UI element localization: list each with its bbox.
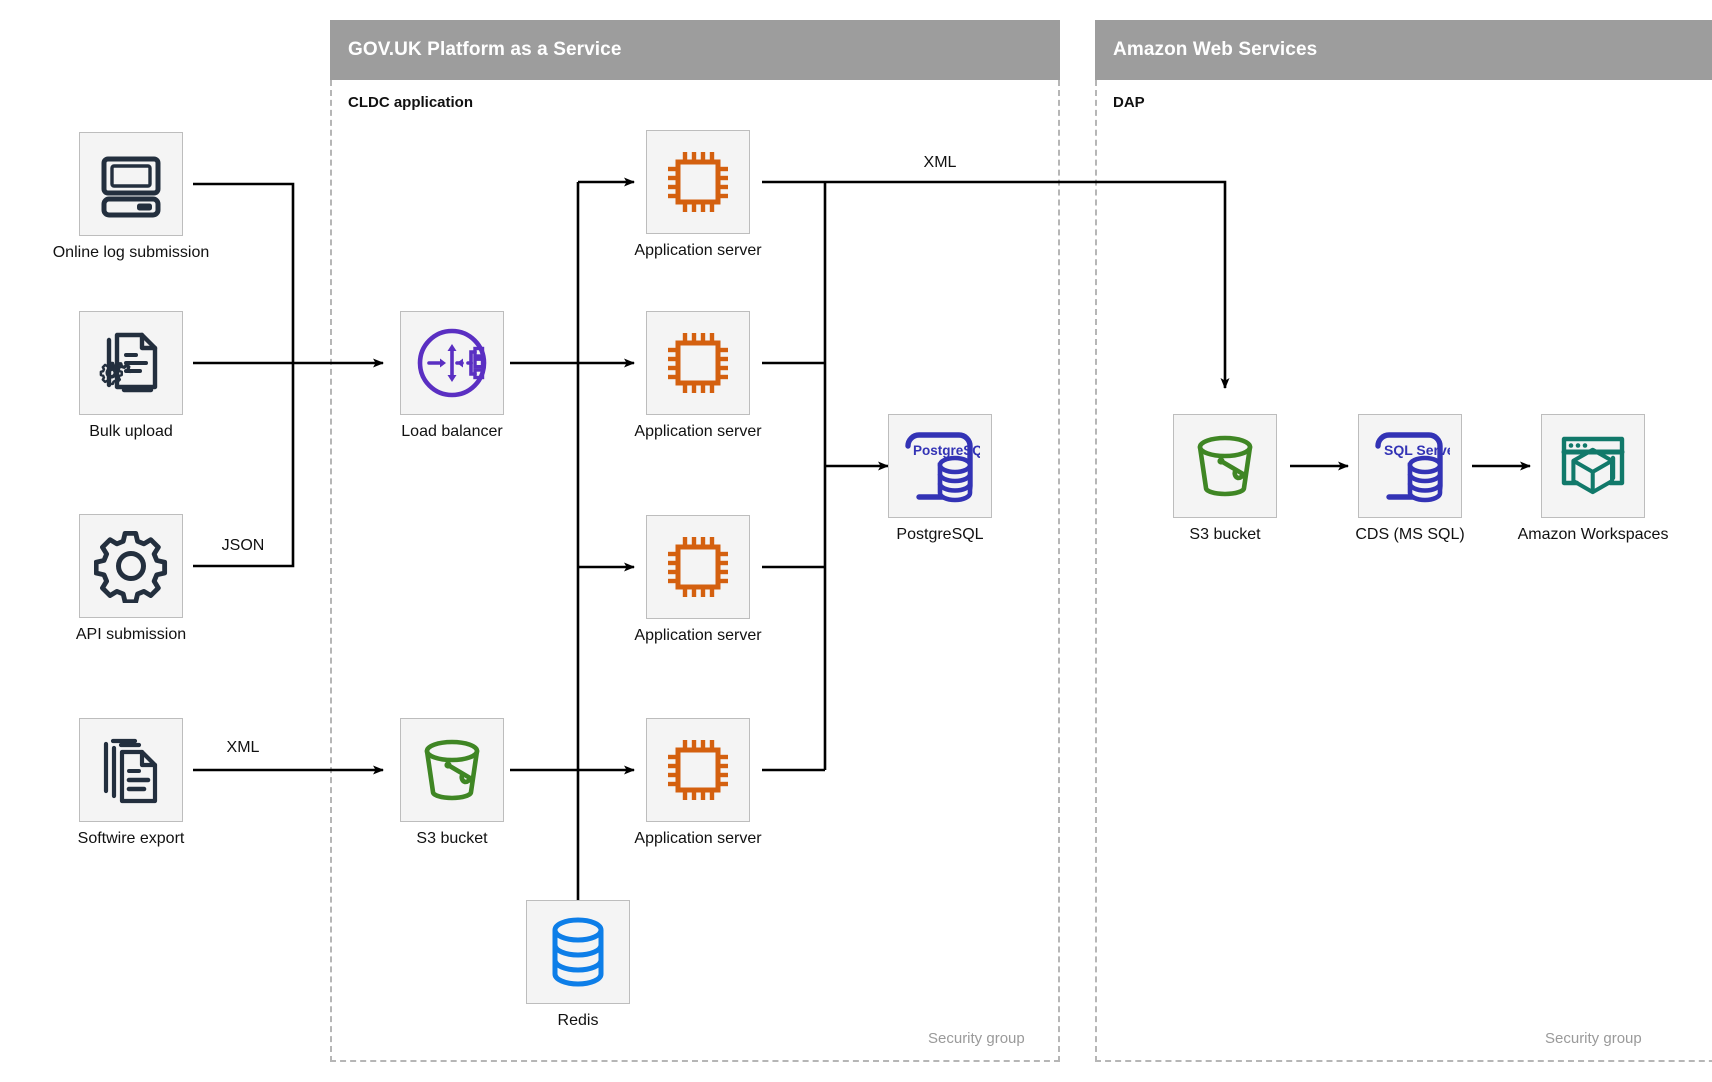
node-tile — [646, 130, 750, 234]
gear-icon — [94, 530, 168, 603]
edge-label-xml-softwire: XML — [226, 739, 260, 756]
node-tile — [400, 718, 504, 822]
group-boundary-paas — [330, 80, 1060, 1062]
node-label: S3 bucket — [1189, 526, 1261, 543]
node-tile — [400, 311, 504, 415]
group-header-paas: GOV.UK Platform as a Service — [330, 20, 1060, 80]
node-label: Bulk upload — [89, 423, 173, 440]
node-label: Application server — [634, 627, 762, 644]
node-tile — [79, 132, 183, 236]
node-label: S3 bucket — [416, 830, 488, 847]
group-header-aws: Amazon Web Services — [1095, 20, 1712, 80]
group-sublabel-dap: DAP — [1113, 94, 1145, 111]
s3-bucket-icon — [424, 739, 480, 801]
group-header-paas-label: GOV.UK Platform as a Service — [348, 39, 622, 60]
node-tile — [1541, 414, 1645, 518]
node-label: Application server — [634, 423, 762, 440]
node-tile — [646, 718, 750, 822]
postgresql-icon: PostgreSQL — [905, 432, 980, 503]
node-tile — [646, 311, 750, 415]
sql-server-badge-text: SQL Server — [1384, 442, 1450, 458]
node-label: Amazon Workspaces — [1517, 526, 1669, 543]
group-header-aws-label: Amazon Web Services — [1113, 39, 1318, 60]
group-sublabel-cldc-application: CLDC application — [348, 94, 474, 111]
node-label: Load balancer — [401, 423, 503, 440]
node-label: Softwire export — [77, 830, 185, 847]
sql-server-icon: SQL Server — [1375, 432, 1450, 503]
node-label: Application server — [634, 830, 762, 847]
node-tile — [79, 718, 183, 822]
documents-stack-icon — [103, 738, 158, 804]
security-group-label-paas: Security group — [928, 1030, 1025, 1047]
node-tile — [1173, 414, 1277, 518]
node-tile — [646, 515, 750, 619]
group-boundary-aws — [1095, 80, 1712, 1062]
node-tile — [79, 311, 183, 415]
cpu-chip-icon — [668, 740, 728, 800]
node-label: Redis — [557, 1012, 599, 1029]
node-label: PostgreSQL — [896, 526, 984, 543]
edge-api-to-bus — [193, 363, 295, 568]
postgresql-badge-text: PostgreSQL — [913, 443, 980, 458]
workspaces-cube-icon — [1561, 436, 1625, 495]
cpu-chip-icon — [668, 537, 728, 597]
node-label: CDS (MS SQL) — [1355, 526, 1465, 543]
node-tile — [526, 900, 630, 1004]
s3-bucket-icon — [1197, 435, 1253, 497]
security-group-label-aws: Security group — [1545, 1030, 1642, 1047]
node-label: API submission — [75, 626, 187, 643]
desktop-computer-icon — [101, 156, 161, 218]
node-tile: PostgreSQL — [888, 414, 992, 518]
node-label: Online log submission — [52, 244, 210, 261]
node-label: Application server — [634, 242, 762, 259]
node-tile — [79, 514, 183, 618]
edge-label-json: JSON — [221, 537, 265, 554]
edge-online-log-to-bus — [193, 182, 295, 363]
edge-label-xml-to-aws: XML — [923, 154, 957, 171]
load-balancer-icon — [417, 328, 487, 398]
database-cylinder-icon — [552, 917, 604, 987]
cpu-chip-icon — [668, 152, 728, 212]
cpu-chip-icon — [668, 333, 728, 393]
node-tile: SQL Server — [1358, 414, 1462, 518]
document-gear-icon — [99, 332, 158, 393]
